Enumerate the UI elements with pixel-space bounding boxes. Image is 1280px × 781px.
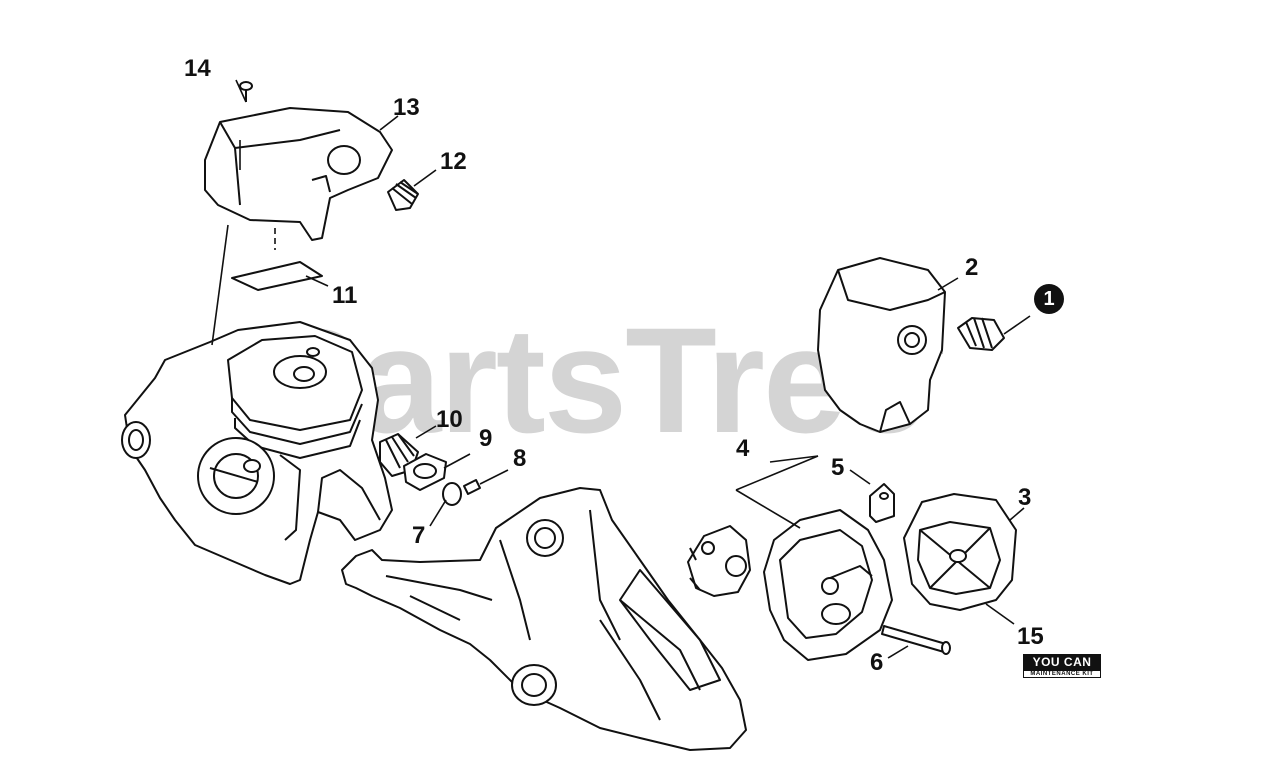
- part-7-ring: [442, 482, 462, 506]
- callout-12: 12: [440, 148, 467, 175]
- logo-line1: YOU CAN: [1023, 654, 1101, 670]
- part-12-spring: [387, 179, 419, 211]
- callout-11: 11: [332, 282, 358, 309]
- filter-base-plate: [763, 509, 893, 661]
- part-13-shroud: [204, 107, 393, 241]
- part-9-flange: [403, 453, 447, 491]
- part-3-air-filter: [903, 493, 1017, 611]
- part-5-bracket: [869, 483, 895, 523]
- part-11-gasket: [231, 261, 323, 291]
- callout-5: 5: [831, 454, 845, 481]
- callout-9: 9: [479, 425, 493, 452]
- callout-4: 4: [736, 435, 750, 462]
- callout-6: 6: [870, 649, 884, 676]
- part-6-bolt: [881, 625, 951, 655]
- you-can-maintenance-kit-logo: YOU CAN MAINTENANCE KIT: [1023, 654, 1101, 678]
- callout-1-badge: 1: [1034, 284, 1064, 314]
- part-14-screw: [239, 81, 253, 102]
- callout-7: 7: [412, 522, 426, 549]
- callout-15: 15: [1017, 623, 1044, 650]
- part-4-carburetor: [687, 525, 751, 597]
- callout-3: 3: [1018, 484, 1032, 511]
- callout-14: 14: [184, 55, 211, 82]
- part-1-spring: [957, 317, 1005, 351]
- callout-13: 13: [393, 94, 420, 121]
- leader-lines: [211, 79, 1031, 659]
- logo-line2: MAINTENANCE KIT: [1023, 670, 1101, 678]
- callout-2: 2: [965, 254, 979, 281]
- engine-crankcase: [121, 321, 393, 585]
- part-8-screw: [463, 479, 481, 495]
- callout-8: 8: [513, 445, 527, 472]
- callout-10: 10: [436, 406, 463, 433]
- handle-housing: [341, 487, 747, 751]
- part-2-filter-cover: [817, 257, 946, 433]
